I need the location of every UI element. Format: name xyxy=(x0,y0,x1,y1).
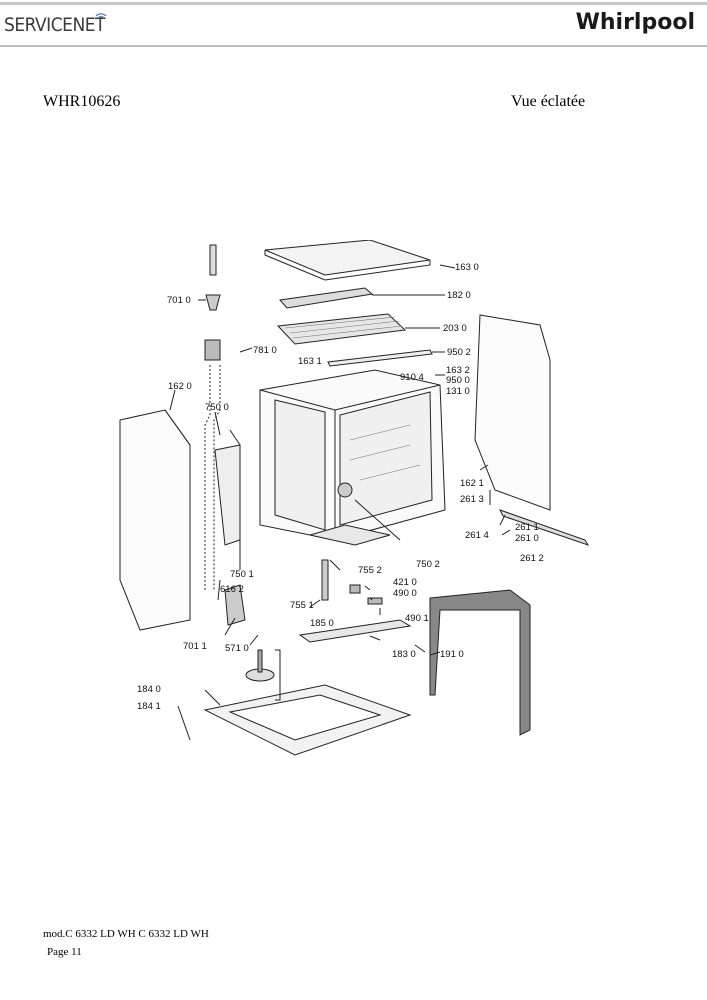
part-label: 185 0 xyxy=(310,618,334,629)
wifi-signal-icon xyxy=(95,13,107,19)
part-label: 183 0 xyxy=(392,649,416,660)
part-label: 162 1 xyxy=(460,478,484,489)
lower-bar-part xyxy=(298,619,412,643)
part-label: 701 0 xyxy=(167,295,191,306)
part-label: 910 4 xyxy=(400,372,424,383)
tub-body-part xyxy=(259,369,446,546)
pipe-part xyxy=(214,444,241,546)
part-label: 950 2 xyxy=(447,347,471,358)
part-label: 184 0 xyxy=(137,684,161,695)
header-bottom-rule xyxy=(0,45,707,47)
long-bar-part xyxy=(327,349,433,367)
part-label: 616 2 xyxy=(220,584,244,595)
header-top-rule xyxy=(0,2,707,5)
top-panel-part xyxy=(264,240,431,281)
side-panel-left-part xyxy=(119,409,191,631)
sump-filter-part xyxy=(245,649,281,701)
servicenet-logo-text: SERVICENET xyxy=(4,14,105,36)
part-label: 131 0 xyxy=(446,386,470,397)
footer-page-number: Page 11 xyxy=(47,946,82,958)
part-label: 162 0 xyxy=(168,381,192,392)
part-label: 781 0 xyxy=(253,345,277,356)
part-label: 261 4 xyxy=(465,530,489,541)
part-label: 261 0 xyxy=(515,533,539,544)
view-label: Vue éclatée xyxy=(511,93,586,110)
drain-pump-part xyxy=(224,584,246,626)
part-label: 750 2 xyxy=(416,559,440,570)
base-part xyxy=(203,684,412,756)
part-label: 191 0 xyxy=(440,649,464,660)
part-label: 755 2 xyxy=(358,565,382,576)
part-label: 750 1 xyxy=(230,569,254,580)
front-rail-part xyxy=(279,287,374,309)
side-panel-right-part xyxy=(474,314,551,511)
part-label: 184 1 xyxy=(137,701,161,712)
part-label: 950 0 xyxy=(446,375,470,386)
model-number: WHR10626 xyxy=(43,93,121,110)
header-bar: SERVICENET Whirlpool xyxy=(0,0,707,48)
filter-grid-part xyxy=(276,313,407,345)
part-label: 163 0 xyxy=(455,262,479,273)
part-label: 261 1 xyxy=(515,522,539,533)
part-label: 701 1 xyxy=(183,641,207,652)
part-label: 203 0 xyxy=(443,323,467,334)
part-label: 261 3 xyxy=(460,494,484,505)
part-label: 755 1 xyxy=(290,600,314,611)
whirlpool-logo-text: Whirlpool xyxy=(575,10,695,35)
footer-model-line: mod.C 6332 LD WH C 6332 LD WH xyxy=(43,928,209,940)
exploded-view-diagram: 163 0 182 0 203 0 950 2 163 2 910 4 950 … xyxy=(119,240,590,756)
right-rail-part xyxy=(498,509,590,546)
door-gasket-part xyxy=(429,589,531,736)
part-label: 490 1 xyxy=(405,613,429,624)
servicenet-logo: SERVICENET xyxy=(4,13,107,36)
whirlpool-logo: Whirlpool xyxy=(576,10,695,35)
part-label: 163 2 xyxy=(446,365,470,376)
part-labels: 163 0 182 0 203 0 950 2 163 2 910 4 950 … xyxy=(137,262,544,712)
inlet-valve-part xyxy=(204,244,221,590)
part-label: 261 2 xyxy=(520,553,544,564)
part-label: 182 0 xyxy=(447,290,471,301)
part-label: 571 0 xyxy=(225,643,249,654)
part-label: 163 1 xyxy=(298,356,322,367)
part-label: 490 0 xyxy=(393,588,417,599)
part-label: 750 0 xyxy=(205,402,229,413)
part-label: 421 0 xyxy=(393,577,417,588)
